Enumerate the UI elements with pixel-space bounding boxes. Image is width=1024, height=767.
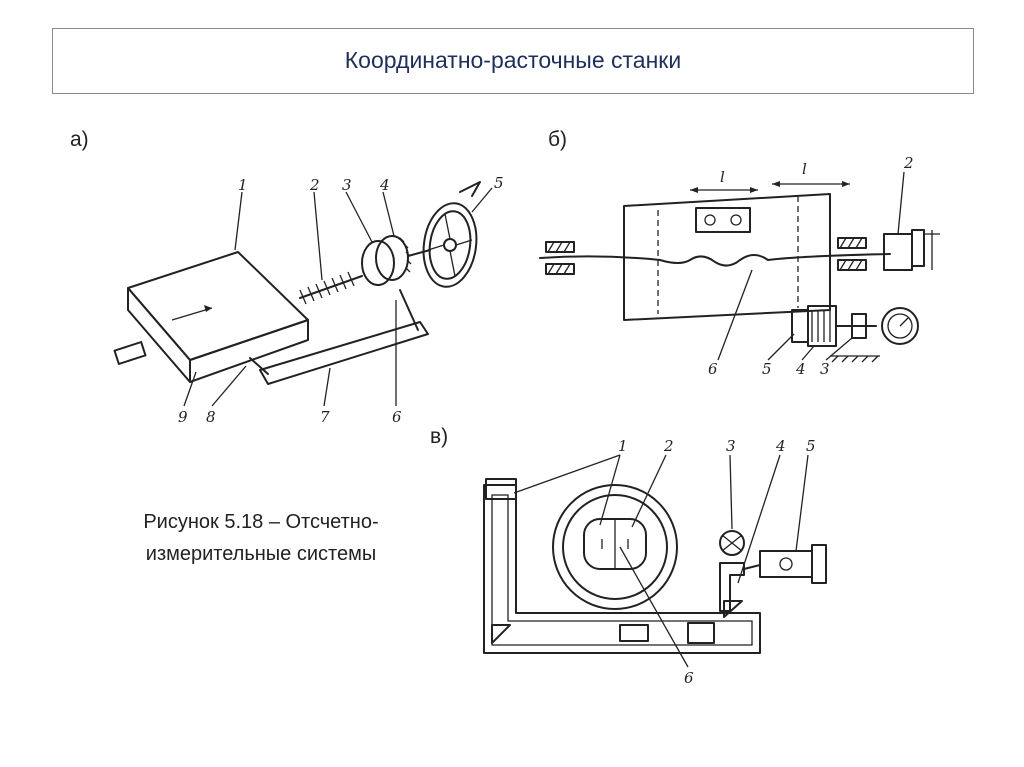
diagram-b-schematic: l l 2 6 5 4 3 xyxy=(539,154,940,378)
indicator-2-body xyxy=(911,229,925,267)
caption-line-1: Рисунок 5.18 – Отсчетно- xyxy=(143,511,379,533)
callout-v-4: 4 xyxy=(775,437,786,455)
indicator-2 xyxy=(883,233,913,271)
title-frame: Координатно-расточные станки xyxy=(52,28,974,94)
callout-b-2: 2 xyxy=(903,154,914,172)
scale-bar xyxy=(259,321,429,385)
part-5 xyxy=(791,309,809,343)
lens-right xyxy=(687,622,715,644)
callout-a-9: 9 xyxy=(178,408,188,426)
bracket-8 xyxy=(249,357,269,375)
dim-label-2: l xyxy=(802,160,807,178)
caption-line-2: измерительные системы xyxy=(145,543,377,565)
screen-inner xyxy=(562,494,668,600)
part-3 xyxy=(851,313,867,339)
figure-caption: Рисунок 5.18 – Отсчетно- измерительные с… xyxy=(96,506,426,570)
pointer-arm xyxy=(399,289,419,331)
screw-end xyxy=(113,341,147,365)
diagram-a-leadscrew: 1 2 3 4 5 6 7 8 9 xyxy=(113,174,504,426)
handwheel-hub xyxy=(443,238,457,252)
slide-title: Координатно-расточные станки xyxy=(344,47,682,73)
callout-a-5: 5 xyxy=(494,174,504,192)
plate xyxy=(695,207,751,233)
spindle-wave xyxy=(539,253,891,267)
callout-a-8: 8 xyxy=(206,408,216,426)
handwheel-spokes xyxy=(427,213,473,277)
callout-v-3: 3 xyxy=(726,437,736,455)
handwheel-handle xyxy=(459,181,481,197)
dim-label-1: l xyxy=(720,168,725,186)
dial-4 xyxy=(375,235,409,281)
right-prism xyxy=(723,600,743,618)
scale-drum-3 xyxy=(719,530,745,556)
handwheel xyxy=(422,202,478,288)
dial-indicator xyxy=(881,307,919,345)
callouts-v: 1 2 3 4 5 6 xyxy=(513,437,816,687)
lead-screw xyxy=(299,275,363,299)
callout-v-2: 2 xyxy=(663,437,674,455)
table-arrow xyxy=(171,307,213,321)
lens-mid xyxy=(619,624,649,642)
callout-a-6: 6 xyxy=(392,408,402,426)
callout-v-5: 5 xyxy=(806,437,816,455)
table-top xyxy=(127,251,309,361)
callouts-b: 2 6 5 4 3 xyxy=(708,154,914,378)
callout-b-4: 4 xyxy=(795,360,806,378)
callout-a-1: 1 xyxy=(238,176,248,194)
callout-a-3: 3 xyxy=(342,176,352,194)
panel-label-v: в) xyxy=(430,425,449,448)
diagram-v-optical: 1 2 3 4 5 6 xyxy=(483,437,827,687)
light-source-5 xyxy=(759,550,813,578)
table-arrow-head xyxy=(204,305,212,312)
indicator-2-stem xyxy=(924,230,940,270)
callout-v-6: 6 xyxy=(684,669,694,687)
callout-b-6: 6 xyxy=(708,360,718,378)
top-prism xyxy=(485,478,517,500)
screen-outer xyxy=(552,484,678,610)
callout-a-7: 7 xyxy=(320,408,330,426)
handwheel-rim xyxy=(428,210,472,280)
callout-b-3: 3 xyxy=(820,360,830,378)
callout-a-2: 2 xyxy=(309,176,320,194)
table-side xyxy=(189,319,309,383)
callout-a-4: 4 xyxy=(379,176,390,194)
callout-b-5: 5 xyxy=(762,360,772,378)
bearings xyxy=(545,237,867,275)
corner-prism xyxy=(491,624,511,644)
dimensions: l l xyxy=(690,160,850,193)
beam xyxy=(743,564,761,570)
screw-thread xyxy=(299,271,355,305)
dial-3 xyxy=(361,240,395,286)
callouts-a: 1 2 3 4 5 6 7 8 9 xyxy=(178,174,504,426)
panel-label-b: б) xyxy=(548,128,568,151)
table-front xyxy=(127,287,191,383)
dial-graduation xyxy=(399,237,412,273)
panel-label-a: а) xyxy=(70,128,89,151)
optical-channel xyxy=(491,494,753,646)
lamp-housing xyxy=(811,544,827,584)
callout-v-1: 1 xyxy=(618,437,628,455)
shaft xyxy=(407,249,431,257)
